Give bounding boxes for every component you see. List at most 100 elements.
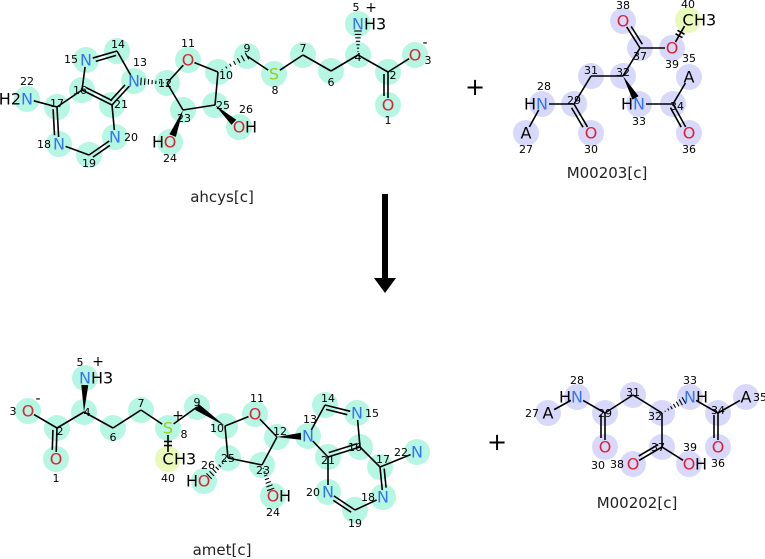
double-bond-line — [626, 26, 641, 49]
double-bond-line — [630, 26, 643, 45]
atom-symbol: N — [79, 369, 91, 388]
atom-number: 14 — [111, 38, 125, 51]
bonds — [33, 384, 411, 513]
hash-bond-line — [233, 60, 237, 66]
atom-symbol: O — [683, 124, 696, 143]
atom-number: 39 — [665, 58, 679, 71]
atom-highlight — [676, 64, 702, 90]
single-bond — [224, 415, 249, 427]
atom-hydrogens: H — [279, 487, 291, 506]
atom-number: 33 — [683, 374, 697, 387]
double-bond-line — [327, 446, 361, 458]
double-bond-line — [95, 54, 117, 63]
atom-highlight — [261, 61, 287, 87]
atom-symbol: O — [249, 405, 262, 424]
hash-bond-line — [667, 408, 670, 411]
atom-number: 16 — [73, 84, 87, 97]
hash-bond-line — [240, 55, 245, 62]
atom-number: 5 — [77, 356, 84, 369]
single-bond — [573, 75, 592, 105]
double-bond-line — [85, 86, 113, 102]
double-bond-line — [92, 50, 118, 59]
atom-symbol: O — [182, 51, 195, 70]
single-bond — [65, 145, 90, 156]
wedge-bond — [277, 432, 302, 440]
double-bond-line — [324, 404, 351, 413]
atom-number: 28 — [537, 80, 551, 93]
atom-symbol: O — [617, 12, 630, 31]
double-bond-line — [332, 499, 352, 513]
atom-number: 35 — [753, 391, 765, 404]
atom-highlight — [659, 35, 685, 61]
atom-number: 12 — [273, 425, 287, 438]
atom-hydrogens: H — [695, 455, 707, 474]
double-bond-line — [573, 103, 589, 128]
single-bond — [604, 394, 634, 414]
atom-hydrogens: H — [559, 388, 571, 407]
arrow-head-icon — [374, 278, 396, 293]
hash-bond-line — [221, 462, 224, 465]
bonds — [33, 30, 410, 158]
atom-number: 24 — [163, 152, 177, 165]
single-bond — [354, 499, 377, 511]
atom-symbol: O — [683, 455, 696, 474]
single-bond — [279, 54, 304, 71]
single-bond — [56, 411, 85, 429]
atom-highlight — [46, 131, 72, 157]
atom-symbol: O — [233, 118, 246, 137]
double-bond-line — [51, 429, 54, 450]
atom-highlight — [370, 484, 396, 510]
single-bond — [330, 54, 359, 72]
atom-number: 22 — [394, 446, 408, 459]
atom-symbol: S — [163, 419, 173, 438]
double-bond-line — [111, 85, 130, 106]
crossed-bond-tick — [675, 33, 683, 39]
double-bond-line — [638, 443, 659, 457]
plus-sign-products: + — [486, 428, 508, 456]
single-bond — [166, 82, 184, 111]
atom-highlight — [592, 434, 618, 460]
atom-hydrogens: H — [696, 388, 708, 407]
double-bond-line — [379, 466, 384, 491]
atom-hydrogens: H2 — [0, 90, 21, 109]
atom-symbol: O — [22, 402, 35, 421]
hash-bond-line — [265, 481, 271, 484]
atom-number: 40 — [681, 0, 695, 11]
hash-bond-line — [209, 470, 215, 477]
atom-number: 21 — [321, 454, 335, 467]
single-bond — [33, 413, 58, 429]
molecule-name-m00202: M00202[c] — [596, 494, 678, 512]
single-bond — [166, 64, 184, 84]
double-bond-line — [638, 446, 663, 462]
atom-number: 7 — [138, 397, 145, 410]
single-bond — [227, 457, 263, 466]
atom-charge: + — [92, 354, 104, 370]
atom-number: 24 — [266, 506, 280, 519]
atom-number: 29 — [567, 94, 581, 107]
atom-highlight — [315, 479, 341, 505]
hash-bond-line — [266, 487, 275, 492]
single-bond — [356, 419, 361, 448]
atom-number: 4 — [355, 51, 362, 64]
atom-highlight — [14, 86, 40, 112]
hash-bond-line — [266, 484, 273, 488]
atom-number: 4 — [84, 406, 91, 419]
single-bond — [379, 453, 411, 468]
atom-symbol: O — [382, 96, 395, 115]
double-bond-line — [672, 103, 687, 128]
atom-number: 6 — [110, 431, 117, 444]
hash-bond-line — [672, 403, 677, 408]
atom-highlight — [404, 439, 430, 465]
wedge-bond — [169, 110, 183, 137]
atom-number: 7 — [300, 42, 307, 55]
atom-number: 37 — [651, 441, 665, 454]
atom-number: 2 — [390, 69, 397, 82]
hash-bond-line — [229, 63, 232, 67]
single-bond — [661, 446, 684, 461]
single-bond — [83, 411, 114, 429]
atom-number: 11 — [181, 37, 195, 50]
atom-number: 18 — [37, 138, 51, 151]
atom-highlight — [155, 415, 181, 441]
single-bond — [173, 406, 198, 425]
